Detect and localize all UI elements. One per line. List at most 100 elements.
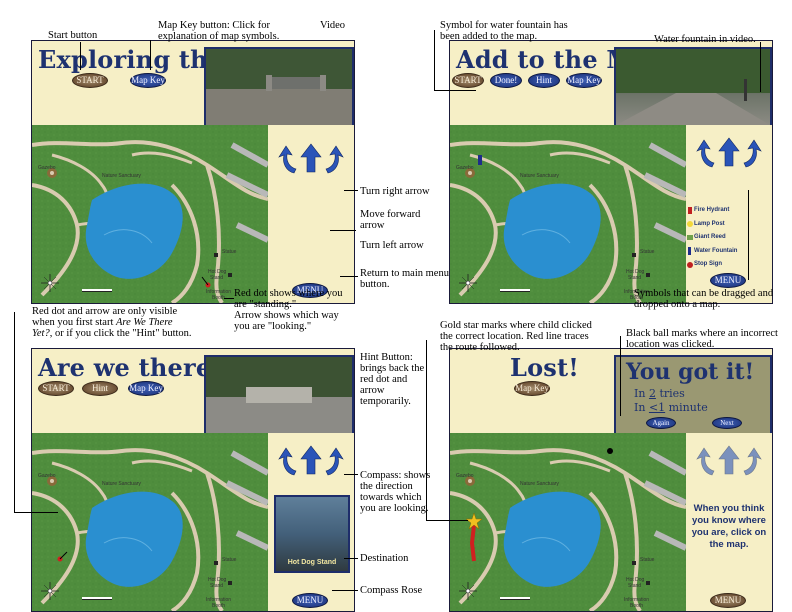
panel-exploring-park: Exploring the Park START Map Key Gazebo … bbox=[31, 40, 355, 304]
map-key-button[interactable]: Map Key bbox=[128, 381, 164, 396]
done-button[interactable]: Done! bbox=[490, 73, 522, 88]
turn-right-arrow[interactable] bbox=[324, 447, 346, 477]
navigation-panel: Fire Hydrant Lamp Post Giant Reed Water … bbox=[686, 125, 772, 303]
lamp-post-icon[interactable] bbox=[687, 221, 693, 227]
map-label-stand: Stand bbox=[628, 583, 642, 589]
map-label-sanctuary: Nature Sanctuary bbox=[102, 481, 141, 487]
map-label-sanctuary: Nature Sanctuary bbox=[520, 173, 559, 179]
annotation-turn-left: Turn left arrow bbox=[360, 240, 424, 251]
hint-button[interactable]: Hint bbox=[82, 381, 118, 396]
turn-left-arrow[interactable] bbox=[276, 145, 298, 175]
annotation-fountain-symbol: Symbol for water fountain has been added… bbox=[440, 20, 568, 42]
map-label-booth: Booth bbox=[630, 603, 644, 609]
hint-button[interactable]: Hint bbox=[528, 73, 560, 88]
annotation-video: Video bbox=[320, 20, 346, 31]
leader-line bbox=[332, 590, 358, 591]
minute-prefix: In bbox=[634, 401, 646, 414]
annotation-move-forward: Move forward arrow bbox=[360, 209, 421, 231]
legend-lamp-post: Lamp Post bbox=[694, 221, 725, 227]
annotation-compass-rose: Compass Rose bbox=[360, 585, 423, 596]
turn-left-arrow[interactable] bbox=[276, 447, 298, 477]
gold-star-icon bbox=[465, 512, 483, 530]
fire-hydrant-icon[interactable] bbox=[688, 207, 692, 214]
giant-reed-icon[interactable] bbox=[687, 235, 693, 240]
menu-button[interactable]: MENU bbox=[292, 283, 328, 298]
compass-arrow[interactable] bbox=[300, 445, 322, 475]
map-label-hotdog: Hot Dog bbox=[208, 269, 227, 275]
map-label-hotdog: Hot Dog bbox=[208, 577, 227, 583]
menu-button[interactable]: MENU bbox=[710, 593, 746, 608]
leader-line bbox=[80, 42, 81, 70]
leader-line bbox=[434, 90, 476, 91]
map-label-statue: Statue bbox=[640, 249, 655, 255]
annotation-turn-right: Turn right arrow bbox=[360, 186, 430, 197]
map-key-button[interactable]: Map Key bbox=[566, 73, 602, 88]
start-button[interactable]: START bbox=[452, 73, 484, 88]
tries-prefix: In bbox=[634, 387, 646, 400]
map-label-sanctuary: Nature Sanctuary bbox=[102, 173, 141, 179]
tries-line: In 2 tries bbox=[634, 387, 685, 400]
map-label-stand: Stand bbox=[210, 583, 224, 589]
minute-value: <1 bbox=[648, 401, 666, 414]
park-map[interactable] bbox=[32, 433, 268, 611]
annotation-gold-star: Gold star marks where child clicked the … bbox=[440, 320, 592, 353]
legend-stop-sign: Stop Sign bbox=[694, 261, 722, 267]
again-button[interactable]: Again bbox=[646, 417, 676, 429]
map-key-button[interactable]: Map Key bbox=[514, 381, 550, 396]
direction-arrow bbox=[59, 551, 68, 560]
map-key-button[interactable]: Map Key bbox=[130, 73, 166, 88]
forward-arrow[interactable] bbox=[718, 137, 740, 167]
map-label-booth: Booth bbox=[630, 295, 644, 301]
leader-line bbox=[426, 520, 468, 521]
map-label-info: Information bbox=[624, 289, 650, 295]
park-map[interactable] bbox=[450, 125, 686, 303]
annotation-compass: Compass: shows the direction towards whi… bbox=[360, 470, 431, 514]
map-label-hotdog: Hot Dog bbox=[626, 577, 645, 583]
annotation-map-key: Map Key button: Click for explanation of… bbox=[158, 20, 280, 42]
leader-line bbox=[344, 190, 358, 191]
map-label-statue: Statue bbox=[222, 557, 237, 563]
map-label-stand: Stand bbox=[210, 275, 224, 281]
panel-add-map: Add to the Map START Done! Hint Map Key … bbox=[449, 40, 773, 304]
park-map[interactable] bbox=[450, 433, 686, 611]
menu-button[interactable]: MENU bbox=[710, 273, 746, 288]
legend-giant-reed: Giant Reed bbox=[694, 234, 726, 240]
map-label-stand: Stand bbox=[628, 275, 642, 281]
forward-arrow[interactable] bbox=[300, 143, 322, 173]
water-fountain-icon[interactable] bbox=[478, 155, 482, 165]
direction-arrow bbox=[201, 276, 209, 286]
panel-there-yet: Are we there yet? START Hint Map Key Gaz… bbox=[31, 348, 355, 612]
annotation-red-dot-visible-3: , or if you click the "Hint" button. bbox=[49, 328, 192, 339]
forward-arrow[interactable] bbox=[718, 445, 740, 475]
leader-line bbox=[340, 276, 358, 277]
park-map[interactable] bbox=[32, 125, 268, 303]
map-label-gazebo: Gazebo bbox=[456, 473, 474, 479]
map-label-gazebo: Gazebo bbox=[38, 165, 56, 171]
tries-suffix: tries bbox=[659, 387, 685, 400]
water-fountain-icon[interactable] bbox=[688, 247, 691, 255]
annotation-hint-button: Hint Button: brings back the red dot and… bbox=[360, 352, 425, 407]
next-button[interactable]: Next bbox=[712, 417, 742, 429]
turn-right-arrow[interactable] bbox=[742, 139, 764, 169]
annotation-return-menu: Return to main menu button. bbox=[360, 268, 449, 290]
start-button[interactable]: START bbox=[72, 73, 108, 88]
leader-line bbox=[748, 190, 749, 280]
start-button[interactable]: START bbox=[38, 381, 74, 396]
tries-value: 2 bbox=[648, 387, 656, 400]
destination-label: Hot Dog Stand bbox=[287, 559, 337, 566]
stop-sign-icon[interactable] bbox=[687, 262, 693, 268]
map-label-hotdog: Hot Dog bbox=[626, 269, 645, 275]
map-label-booth: Booth bbox=[212, 295, 226, 301]
map-label-sanctuary: Nature Sanctuary bbox=[520, 481, 559, 487]
turn-left-arrow[interactable] bbox=[694, 447, 716, 477]
map-label-info: Information bbox=[206, 597, 232, 603]
turn-left-arrow[interactable] bbox=[694, 139, 716, 169]
minute-line: In <1 minute bbox=[634, 401, 708, 414]
map-label-info: Information bbox=[624, 597, 650, 603]
menu-button[interactable]: MENU bbox=[292, 593, 328, 608]
turn-right-arrow[interactable] bbox=[324, 145, 346, 175]
video-view bbox=[614, 47, 772, 127]
turn-right-arrow[interactable] bbox=[742, 447, 764, 477]
video-view bbox=[204, 47, 354, 127]
destination-image bbox=[274, 495, 350, 573]
